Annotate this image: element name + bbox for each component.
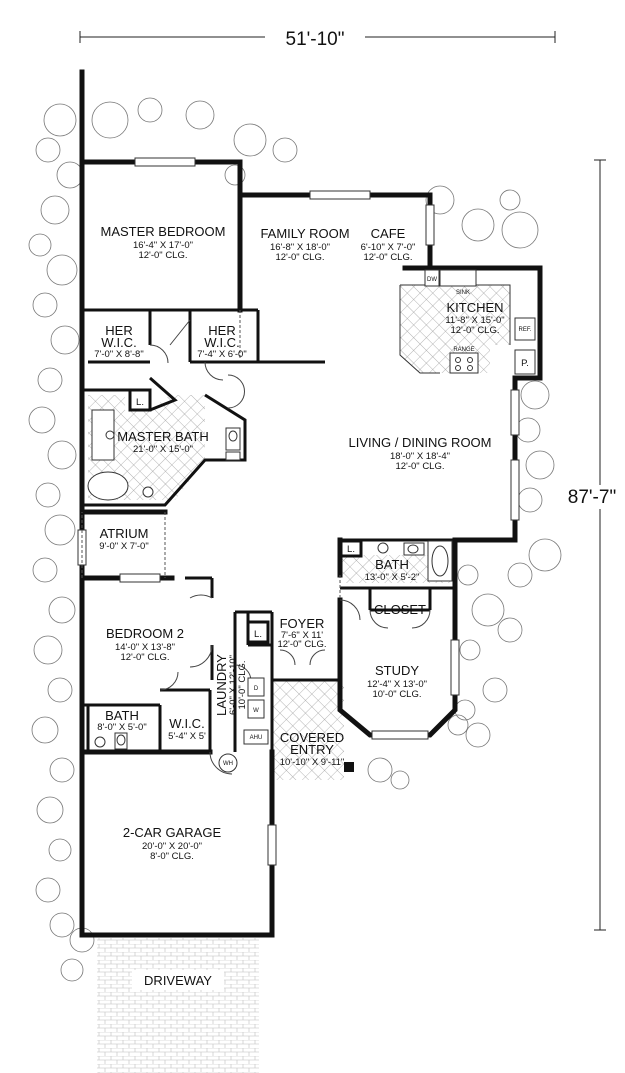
her-wic-2-size: 7'-4" X 6'-0" xyxy=(197,349,246,360)
dryer-label: D xyxy=(254,686,259,692)
garage-name: 2-CAR GARAGE xyxy=(123,825,222,840)
study-ceiling: 10'-0" CLG. xyxy=(372,689,421,700)
overall-width: 51'-10" xyxy=(286,29,345,50)
her-wic-1-name: HER xyxy=(105,323,132,338)
hall-bath-fixtures xyxy=(377,540,453,582)
living-dining-ceiling: 12'-0" CLG. xyxy=(395,461,444,472)
linen-closet-hall-label: L. xyxy=(347,544,355,555)
covered-entry-name2: ENTRY xyxy=(290,742,334,757)
foyer-size: 7'-6" X 11' xyxy=(281,630,323,641)
kitchen-size: 11'-8" X 15'-0" xyxy=(445,315,504,326)
kitchen-name: KITCHEN xyxy=(446,300,503,315)
washer-label: W xyxy=(253,708,259,714)
cafe-size: 6'-10" X 7'-0" xyxy=(361,242,416,253)
laundry-size: 6'-0" X 12'-10" xyxy=(228,655,239,715)
family-room-size: 16'-8" X 18'-0" xyxy=(270,242,330,253)
linen-closet-master xyxy=(128,388,152,412)
cafe-ceiling: 12'-0" CLG. xyxy=(363,252,412,263)
interior-walls xyxy=(82,308,455,752)
ahu-label: AHU xyxy=(250,735,263,741)
linen-closet-laundry xyxy=(246,620,270,644)
pantry-label: P. xyxy=(521,358,529,369)
bedroom2-size: 14'-0" X 13'-8" xyxy=(115,642,175,653)
laundry-ceiling: 10'-0" CLG. xyxy=(237,660,248,709)
master-bedroom-ceiling: 12'-0" CLG. xyxy=(138,250,187,261)
wic-bed2-name: W.I.C. xyxy=(169,716,204,731)
master-bedroom-name: MASTER BEDROOM xyxy=(101,224,226,239)
wic-bed2-size: 5'-4" X 5' xyxy=(168,731,206,742)
kitchen-ref-label: REF. xyxy=(518,327,531,333)
water-heater-label: WH xyxy=(223,761,233,767)
her-wic-2-name: HER xyxy=(208,323,235,338)
atrium-size: 9'-0" X 7'-0" xyxy=(99,541,148,552)
atrium-name: ATRIUM xyxy=(100,526,149,541)
openings xyxy=(81,310,341,600)
living-dining-size: 18'-0" X 18'-4" xyxy=(390,451,450,462)
landscaping-shrubs xyxy=(28,97,562,982)
bedroom2-name: BEDROOM 2 xyxy=(106,626,184,641)
laundry-name: LAUNDRY xyxy=(214,654,229,716)
driveway-name: DRIVEWAY xyxy=(144,973,212,988)
kitchen-range-label: RANGE xyxy=(453,347,474,353)
study-name: STUDY xyxy=(375,663,419,678)
family-room-ceiling: 12'-0" CLG. xyxy=(275,252,324,263)
laundry-appliances xyxy=(218,677,269,773)
kitchen-dw-label: DW xyxy=(427,277,437,283)
foyer-ceiling: 12'-0" CLG. xyxy=(277,639,326,650)
bath2-size: 8'-0" X 5'-0" xyxy=(97,722,146,733)
family-room-name: FAMILY ROOM xyxy=(260,226,349,241)
garage-size: 20'-0" X 20'-0" xyxy=(142,841,202,852)
bath-hall-name: BATH xyxy=(375,557,409,572)
master-bath-fixtures xyxy=(87,409,241,501)
master-bath-name: MASTER BATH xyxy=(117,429,209,444)
master-bedroom-size: 16'-4" X 17'-0" xyxy=(133,240,193,251)
kitchen-counters xyxy=(399,269,536,375)
study-size: 12'-4" X 13'-0" xyxy=(367,679,427,690)
her-wic-1-name2: W.I.C. xyxy=(101,335,136,350)
overall-depth: 87'-7" xyxy=(568,487,616,508)
master-bath-size: 21'-0" X 15'-0" xyxy=(133,444,193,455)
foyer-name: FOYER xyxy=(280,616,325,631)
bedroom2-ceiling: 12'-0" CLG. xyxy=(120,652,169,663)
covered-entry-size: 10'-10" X 9'-11" xyxy=(280,757,345,768)
bath2-name: BATH xyxy=(105,708,139,723)
garage-ceiling: 8'-0" CLG. xyxy=(150,851,194,862)
kitchen-sink-label: SINK xyxy=(456,290,470,296)
linen-closet-master-label: L. xyxy=(136,397,144,408)
width-dimension-line xyxy=(79,26,556,48)
linen-closet-hall xyxy=(339,539,363,558)
living-dining-name: LIVING / DINING ROOM xyxy=(348,435,491,450)
linen-closet-laundry-label: L. xyxy=(254,629,262,640)
bath2-fixtures xyxy=(94,732,128,750)
covered-entry-name: COVERED xyxy=(280,730,344,745)
door-swings xyxy=(149,319,431,775)
kitchen-ceiling: 12'-0" CLG. xyxy=(450,325,499,336)
her-wic-1-size: 7'-0" X 8'-8" xyxy=(94,349,143,360)
cafe-name: CAFE xyxy=(371,226,406,241)
bath-hall-size: 13'-0" X 5'-2" xyxy=(365,572,420,583)
her-wic-2-name2: W.I.C. xyxy=(204,335,239,350)
depth-dimension-line xyxy=(560,159,620,931)
closet-name: CLOSET xyxy=(374,602,426,617)
